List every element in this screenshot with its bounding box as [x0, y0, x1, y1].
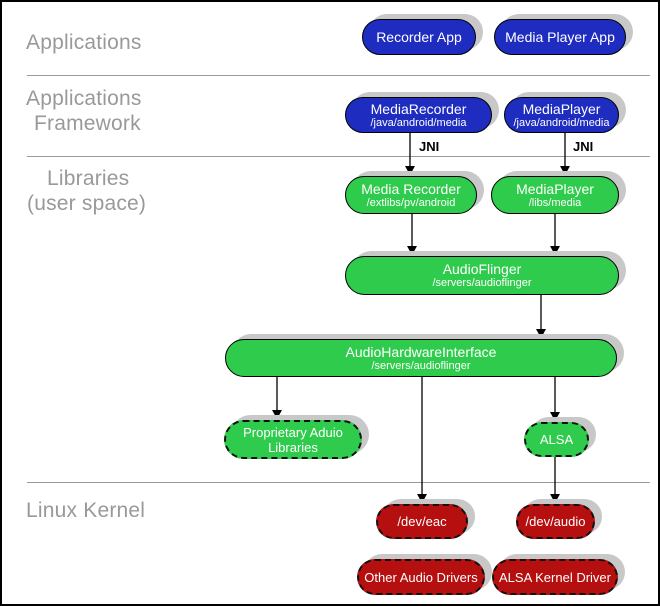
section-label-line: Libraries — [47, 167, 130, 190]
node-media-recorder-lib: Media Recorder /extlibs/pv/android — [345, 176, 477, 214]
node-subtitle: /java/android/media — [513, 116, 610, 129]
node-other-audio-drivers: Other Audio Drivers — [357, 559, 485, 595]
node-title: Media Player App — [505, 29, 615, 45]
node-mediaplayer-framework: MediaPlayer /java/android/media — [504, 97, 619, 133]
divider-framework-libraries — [27, 156, 650, 157]
node-title: AudioFlinger — [442, 261, 522, 277]
section-label-line: Applications — [26, 87, 142, 110]
node-mediaplayer-lib: MediaPlayer /libs/media — [491, 176, 619, 214]
jni-label-left: JNI — [419, 139, 440, 154]
section-label-linux-kernel: Linux Kernel — [26, 499, 146, 522]
node-title: /dev/audio — [525, 514, 586, 529]
node-title: Proprietary Aduio Libraries — [243, 424, 343, 455]
node-subtitle: /servers/audioflinger — [371, 359, 471, 372]
node-proprietary-audio-libraries: Proprietary Aduio Libraries — [224, 420, 362, 459]
divider-applications-framework — [27, 75, 650, 76]
node-title: MediaPlayer — [522, 100, 601, 117]
section-label-line: (user space) — [27, 192, 147, 215]
node-title: Media Recorder — [361, 180, 461, 197]
node-subtitle: /servers/audioflinger — [432, 277, 532, 289]
node-title: ALSA — [539, 432, 574, 447]
node-title: MediaRecorder — [370, 100, 467, 117]
node-alsa-kernel-driver: ALSA Kernel Driver — [492, 559, 618, 595]
node-dev-audio: /dev/audio — [516, 504, 595, 539]
node-title: MediaPlayer — [516, 180, 594, 197]
node-title: AudioHardwareInterface — [345, 343, 497, 360]
node-title: Other Audio Drivers — [364, 569, 478, 585]
divider-libraries-kernel — [27, 482, 650, 483]
node-recorder-app: Recorder App — [362, 19, 476, 55]
section-label-applications-framework: Applications Framework — [26, 86, 142, 136]
node-audiohardwareinterface: AudioHardwareInterface /servers/audiofli… — [225, 339, 617, 377]
node-media-player-app: Media Player App — [494, 19, 626, 55]
node-title: Recorder App — [376, 29, 462, 45]
node-subtitle: /java/android/media — [370, 116, 467, 129]
node-title: /dev/eac — [397, 514, 447, 529]
node-subtitle: /libs/media — [528, 196, 582, 209]
node-title: ALSA Kernel Driver — [499, 569, 611, 585]
section-label-applications: Applications — [26, 31, 142, 54]
node-mediarecorder-framework: MediaRecorder /java/android/media — [345, 97, 492, 133]
section-label-line: Framework — [34, 112, 141, 135]
section-label-libraries: Libraries (user space) — [27, 166, 146, 216]
jni-label-right: JNI — [573, 139, 594, 154]
node-audioflinger: AudioFlinger /servers/audioflinger — [345, 256, 619, 295]
node-dev-eac: /dev/eac — [376, 504, 468, 539]
node-alsa: ALSA — [524, 422, 589, 457]
node-subtitle: /extlibs/pv/android — [366, 196, 456, 209]
